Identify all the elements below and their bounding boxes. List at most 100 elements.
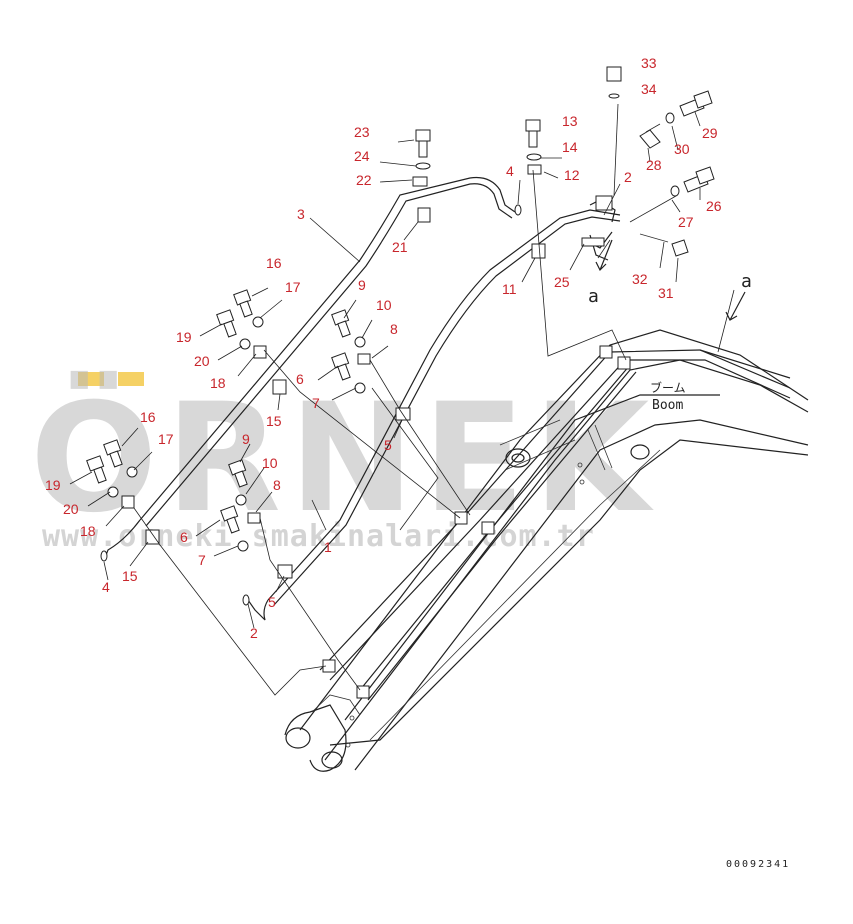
callout-24: 24 <box>354 148 370 164</box>
callout-labels: 33 34 29 30 28 2 26 27 32 31 25 13 14 12… <box>45 55 722 641</box>
block-2-top <box>595 195 613 211</box>
plug-33 <box>606 66 622 82</box>
callout-14: 14 <box>562 139 578 155</box>
plug-4-top <box>514 204 522 216</box>
clamp-15a <box>272 379 287 395</box>
hose-routing <box>103 176 791 701</box>
plug-2-left <box>242 594 250 606</box>
callout-5-lower: 5 <box>268 594 276 610</box>
callout-20-lower: 20 <box>63 501 79 517</box>
callout-18-upper: 18 <box>210 375 226 391</box>
washer-20a <box>239 338 251 350</box>
callout-6-upper: 6 <box>296 371 304 387</box>
plug-4-left <box>100 550 108 562</box>
clamp-21 <box>417 207 431 223</box>
clamp-boom-5 <box>599 345 613 359</box>
callout-7-lower: 7 <box>198 552 206 568</box>
callout-20-upper: 20 <box>194 353 210 369</box>
callout-7-upper: 7 <box>312 395 320 411</box>
callout-12: 12 <box>564 167 580 183</box>
fitting-31 <box>671 239 689 257</box>
callout-21: 21 <box>392 239 408 255</box>
callout-1: 1 <box>324 539 332 555</box>
washer-20b <box>107 486 119 498</box>
watermark-accent-left <box>78 372 104 386</box>
clamp-11 <box>531 243 546 259</box>
callout-19-upper: 19 <box>176 329 192 345</box>
view-mark-a-right: a <box>741 271 752 292</box>
bolt-13-head <box>525 119 541 132</box>
boom-label-jp: ブーム <box>650 380 686 395</box>
washer-30 <box>665 112 675 124</box>
callout-15-lower: 15 <box>122 568 138 584</box>
washer-10b <box>235 494 247 506</box>
callout-33: 33 <box>641 55 657 71</box>
callout-10-upper: 10 <box>376 297 392 313</box>
clamp-boom-3 <box>322 659 336 673</box>
leader-lines <box>69 103 735 696</box>
washer-7a <box>354 382 366 394</box>
callout-5-upper: 5 <box>384 437 392 453</box>
callout-32: 32 <box>632 271 648 287</box>
view-arrow-a-top <box>595 239 613 272</box>
bracket-25 <box>581 237 605 247</box>
boom-label-en: Boom <box>652 398 683 413</box>
callout-9-lower: 9 <box>242 431 250 447</box>
clamp-boom-1 <box>454 511 468 525</box>
watermark-url: www.orneki smakinalari.com.tr <box>42 519 595 554</box>
callout-15-upper: 15 <box>266 413 282 429</box>
washer-10a <box>354 336 366 348</box>
clamp-12 <box>527 164 542 175</box>
serial-number: 00092341 <box>726 859 790 870</box>
plate-28 <box>639 129 661 149</box>
callout-26: 26 <box>706 198 722 214</box>
clamp-boom-4 <box>356 685 370 699</box>
clamp-8a <box>357 353 371 365</box>
washer-14 <box>526 153 542 161</box>
clamps <box>121 164 631 699</box>
callout-4-top: 4 <box>506 163 514 179</box>
boom-foot-pin <box>285 727 311 749</box>
callout-23: 23 <box>354 124 370 140</box>
clamp-18a <box>253 345 267 359</box>
callout-11: 11 <box>502 281 517 297</box>
clamp-18b <box>121 495 135 509</box>
callout-29: 29 <box>702 125 718 141</box>
pin-32 <box>639 233 669 243</box>
clamp-22 <box>412 176 428 187</box>
view-mark-a-top: a <box>588 286 599 307</box>
callout-16-lower: 16 <box>140 409 156 425</box>
callout-9-upper: 9 <box>358 277 366 293</box>
arm-pin-boss <box>630 444 650 460</box>
clamp-15b <box>145 529 160 545</box>
callout-8-upper: 8 <box>390 321 398 337</box>
callout-17-lower: 17 <box>158 431 174 447</box>
boom-cylinder-pin <box>505 448 531 468</box>
callout-31: 31 <box>658 285 674 301</box>
bolt-13-shank <box>528 130 538 148</box>
boom-foot-bushing <box>321 751 343 769</box>
fasteners <box>86 66 715 606</box>
callout-13: 13 <box>562 113 578 129</box>
clamp-boom-2 <box>481 521 495 535</box>
bolt-23-shank <box>418 140 428 158</box>
callout-17-upper: 17 <box>285 279 301 295</box>
callout-3: 3 <box>297 206 305 222</box>
callout-28: 28 <box>646 157 662 173</box>
watermark-accent-right <box>118 372 144 386</box>
o-ring-34 <box>608 93 620 99</box>
callout-19-lower: 19 <box>45 477 61 493</box>
washer-27 <box>670 185 680 197</box>
callout-4-lower: 4 <box>102 579 110 595</box>
callout-22: 22 <box>356 172 372 188</box>
clamp-8b <box>247 512 261 524</box>
washer-17a <box>252 316 264 328</box>
bolt-23-head <box>415 129 431 142</box>
callout-2-top: 2 <box>624 169 632 185</box>
washer-7b <box>237 540 249 552</box>
callout-16-upper: 16 <box>266 255 282 271</box>
callout-18-lower: 18 <box>80 523 96 539</box>
callout-34: 34 <box>641 81 657 97</box>
view-arrow-a-right <box>725 291 746 321</box>
